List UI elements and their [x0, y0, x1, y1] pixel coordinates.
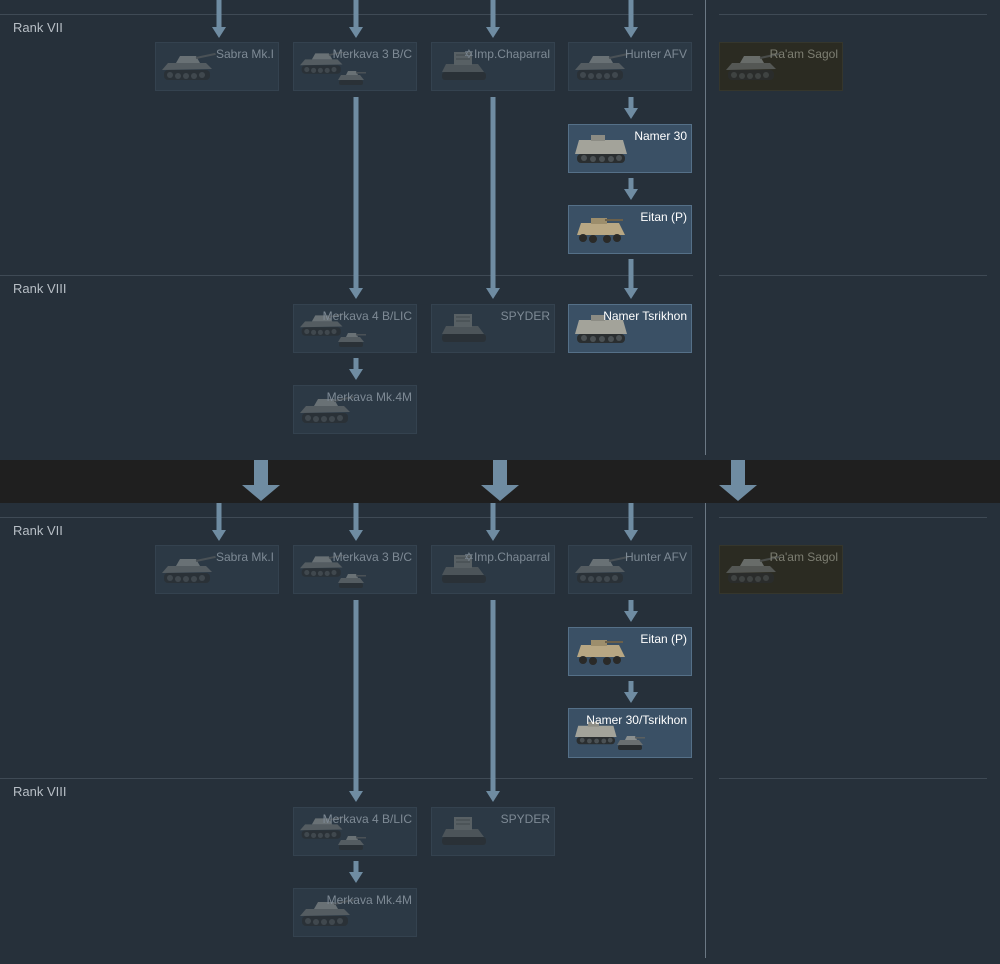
vehicle-name: Merkava Mk.4M [326, 893, 412, 907]
arrow-down-icon [212, 0, 226, 38]
arrow-down-icon [624, 681, 638, 703]
rank-viii-label: Rank VIII [13, 784, 67, 799]
vehicle-card-hunter-afv[interactable]: Hunter AFV [568, 545, 692, 594]
big-arrow-down-icon [242, 460, 280, 501]
arrow-down-icon [349, 0, 363, 38]
vehicle-card-merkava-3[interactable]: Merkava 3 B/C [293, 42, 417, 91]
wheeled-vehicle-icon [577, 218, 625, 243]
vehicle-name: Namer 30 [634, 129, 687, 143]
arrow-down-icon [349, 600, 363, 802]
vehicle-name: Merkava 4 B/LIC [322, 812, 412, 826]
premium-column-divider [705, 0, 706, 455]
vehicle-card-merkava-4[interactable]: Merkava 4 B/LIC [293, 807, 417, 856]
arrow-down-icon [212, 503, 226, 541]
rank-viii-label: Rank VIII [13, 281, 67, 296]
arrow-down-icon [486, 503, 500, 541]
vehicle-name: Sabra Mk.I [215, 550, 274, 564]
vehicle-card-merkava-mk4m[interactable]: Merkava Mk.4M [293, 888, 417, 937]
vehicle-card-chaparral[interactable]: ✡Imp.Chaparral [431, 42, 555, 91]
arrow-down-icon [624, 97, 638, 119]
vehicle-name: SPYDER [500, 309, 550, 323]
vehicle-name: Hunter AFV [624, 550, 687, 564]
arrow-down-icon [349, 358, 363, 380]
rank-divider [719, 275, 987, 276]
arrow-down-icon [486, 0, 500, 38]
arrow-down-icon [624, 503, 638, 541]
tank-icon [162, 555, 216, 583]
vehicle-name: Hunter AFV [624, 47, 687, 61]
vehicle-card-spyder[interactable]: SPYDER [431, 304, 555, 353]
vehicle-name: Namer Tsrikhon [603, 309, 687, 323]
comparison-divider-band [0, 460, 1000, 503]
arrow-down-icon [349, 503, 363, 541]
rank-divider [719, 517, 987, 518]
rank-divider [0, 14, 693, 15]
apc-icon [575, 135, 627, 163]
rank-divider [0, 275, 693, 276]
vehicle-card-sabra[interactable]: Sabra Mk.I [155, 42, 279, 91]
premium-column-divider [705, 503, 706, 958]
wheeled-vehicle-icon [577, 640, 625, 665]
arrow-down-icon [624, 600, 638, 622]
vehicle-name: Ra'am Sagol [769, 47, 838, 61]
vehicle-card-merkava-4[interactable]: Merkava 4 B/LIC [293, 304, 417, 353]
arrow-down-icon [349, 97, 363, 299]
vehicle-name: Ra'am Sagol [769, 550, 838, 564]
vehicle-card-eitan[interactable]: Eitan (P) [568, 205, 692, 254]
big-arrow-down-icon [719, 460, 757, 501]
vehicle-card-namer-tsrikhon[interactable]: Namer Tsrikhon [568, 304, 692, 353]
arrow-down-icon [624, 0, 638, 38]
arrow-down-icon [349, 861, 363, 883]
vehicle-card-spyder[interactable]: SPYDER [431, 807, 555, 856]
vehicle-name: Eitan (P) [640, 632, 687, 646]
vehicle-name: ✡Imp.Chaparral [463, 47, 550, 61]
vehicle-card-hunter-afv[interactable]: Hunter AFV [568, 42, 692, 91]
vehicle-name: ✡Imp.Chaparral [463, 550, 550, 564]
big-arrow-down-icon [481, 460, 519, 501]
vehicle-name: Sabra Mk.I [215, 47, 274, 61]
arrow-down-icon [486, 97, 500, 299]
vehicle-card-merkava-3[interactable]: Merkava 3 B/C [293, 545, 417, 594]
arrow-down-icon [624, 178, 638, 200]
arrow-down-icon [486, 600, 500, 802]
vehicle-name: Merkava Mk.4M [326, 390, 412, 404]
tech-tree-panel-proposed: Rank VII Rank VIII Sabra Mk.I Merkava 3 … [0, 503, 1000, 964]
vehicle-card-merkava-mk4m[interactable]: Merkava Mk.4M [293, 385, 417, 434]
vehicle-name: SPYDER [500, 812, 550, 826]
vehicle-card-eitan[interactable]: Eitan (P) [568, 627, 692, 676]
rank-vii-label: Rank VII [13, 523, 63, 538]
tank-icon [575, 555, 629, 583]
rank-vii-label: Rank VII [13, 20, 63, 35]
rank-divider [0, 778, 693, 779]
sam-launcher-icon [441, 817, 487, 846]
tank-icon [575, 52, 629, 80]
tank-icon [162, 52, 216, 80]
vehicle-name: Namer 30/Tsrikhon [586, 713, 687, 727]
vehicle-card-chaparral[interactable]: ✡Imp.Chaparral [431, 545, 555, 594]
tech-tree-panel-current: Rank VII Rank VIII Sabra Mk.I Merkava 3 … [0, 0, 1000, 460]
vehicle-card-namer-30-tsrikhon[interactable]: Namer 30/Tsrikhon [568, 708, 692, 758]
vehicle-name: Merkava 4 B/LIC [322, 309, 412, 323]
vehicle-name: Eitan (P) [640, 210, 687, 224]
vehicle-card-namer-30[interactable]: Namer 30 [568, 124, 692, 173]
vehicle-card-sabra[interactable]: Sabra Mk.I [155, 545, 279, 594]
vehicle-name: Merkava 3 B/C [332, 47, 412, 61]
rank-divider [719, 14, 987, 15]
vehicle-card-raam-sagol[interactable]: Ra'am Sagol [719, 545, 843, 594]
arrow-down-icon [624, 259, 638, 299]
sam-launcher-icon [441, 314, 487, 343]
vehicle-card-raam-sagol[interactable]: Ra'am Sagol [719, 42, 843, 91]
rank-divider [719, 778, 987, 779]
vehicle-name: Merkava 3 B/C [332, 550, 412, 564]
rank-divider [0, 517, 693, 518]
